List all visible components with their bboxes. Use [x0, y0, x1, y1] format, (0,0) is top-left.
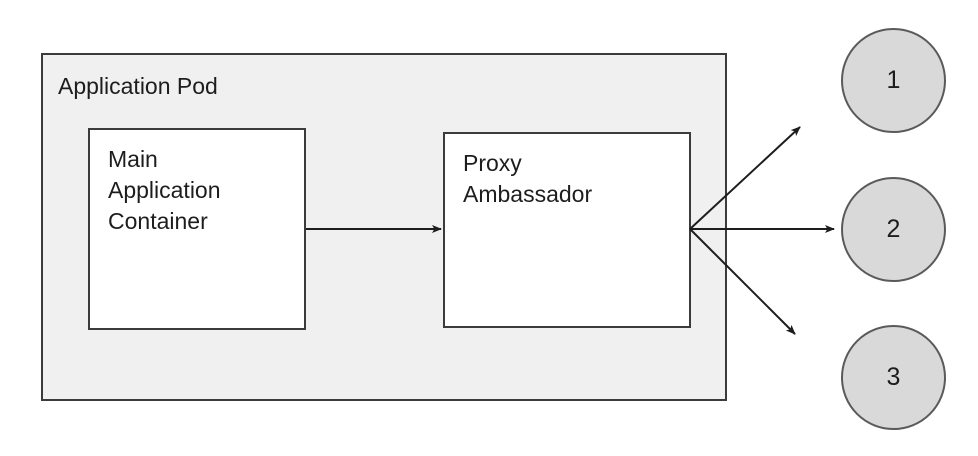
service-node-1-label: 1	[886, 66, 901, 94]
service-node-2-label: 2	[886, 215, 901, 243]
proxy-ambassador-container: Proxy Ambassador	[443, 132, 691, 328]
service-node-3-label: 3	[886, 363, 901, 391]
main-application-container-label: Main Application Container	[108, 146, 221, 234]
application-pod-label: Application Pod	[58, 73, 218, 99]
service-node-1: 1	[841, 28, 946, 133]
main-application-container: Main Application Container	[88, 128, 306, 330]
service-node-3: 3	[841, 325, 946, 430]
service-node-2: 2	[841, 177, 946, 282]
proxy-ambassador-label: Proxy Ambassador	[463, 150, 593, 207]
